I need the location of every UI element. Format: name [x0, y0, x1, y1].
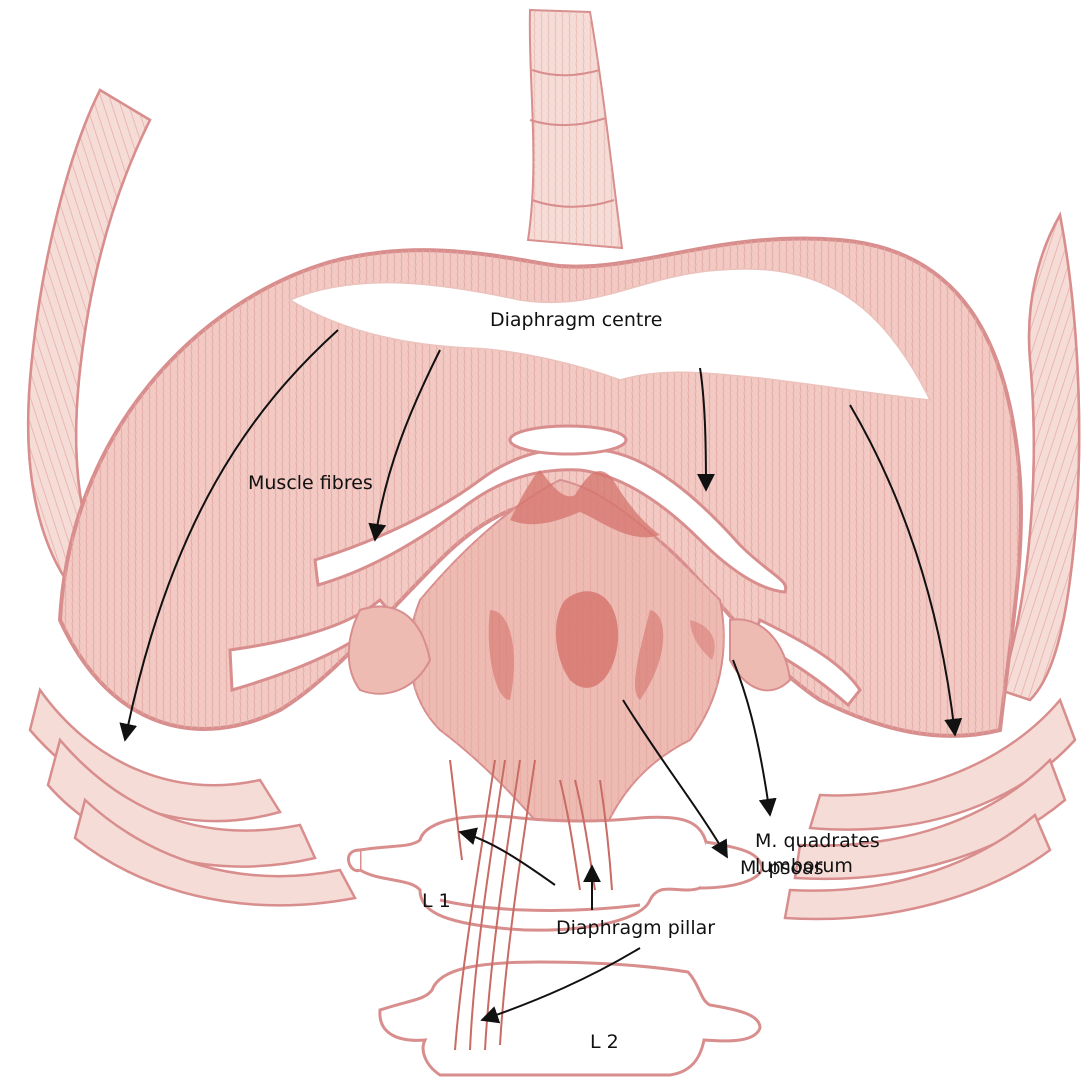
label-quadrates-line1: M. quadrates [755, 830, 880, 852]
label-muscle-fibres: Muscle fibres [248, 472, 373, 494]
label-l1: L 1 [422, 890, 451, 912]
label-psoas: M. psoas [740, 857, 824, 879]
label-diaphragm-pillar: Diaphragm pillar [556, 917, 715, 939]
vertebra-l2 [380, 962, 760, 1075]
esophagus [528, 10, 622, 248]
label-l2: L 2 [590, 1031, 619, 1053]
label-diaphragm-centre: Diaphragm centre [490, 309, 662, 331]
vertebra-l1 [348, 816, 762, 930]
